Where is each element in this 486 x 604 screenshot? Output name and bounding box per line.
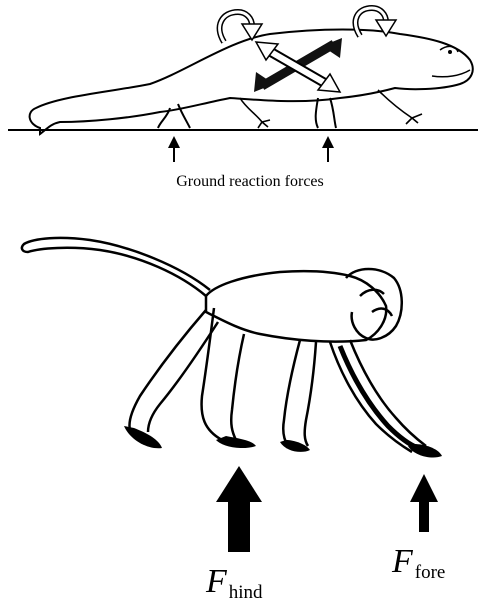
fore-force-arrow [410, 474, 438, 532]
salamander-fore-leg [316, 98, 336, 128]
ground-reaction-caption: Ground reaction forces [176, 173, 324, 190]
salamander-panel: Ground reaction forces [8, 8, 478, 190]
ground-reaction-arrow-fore [322, 136, 334, 162]
salamander-body [30, 30, 473, 135]
monkey-head [346, 269, 402, 340]
ground-reaction-arrow-hind [168, 136, 180, 162]
monkey-torso [206, 271, 386, 341]
body-bending-arrows [254, 38, 342, 92]
monkey-tail [22, 238, 210, 296]
hind-force-arrow [216, 466, 262, 552]
